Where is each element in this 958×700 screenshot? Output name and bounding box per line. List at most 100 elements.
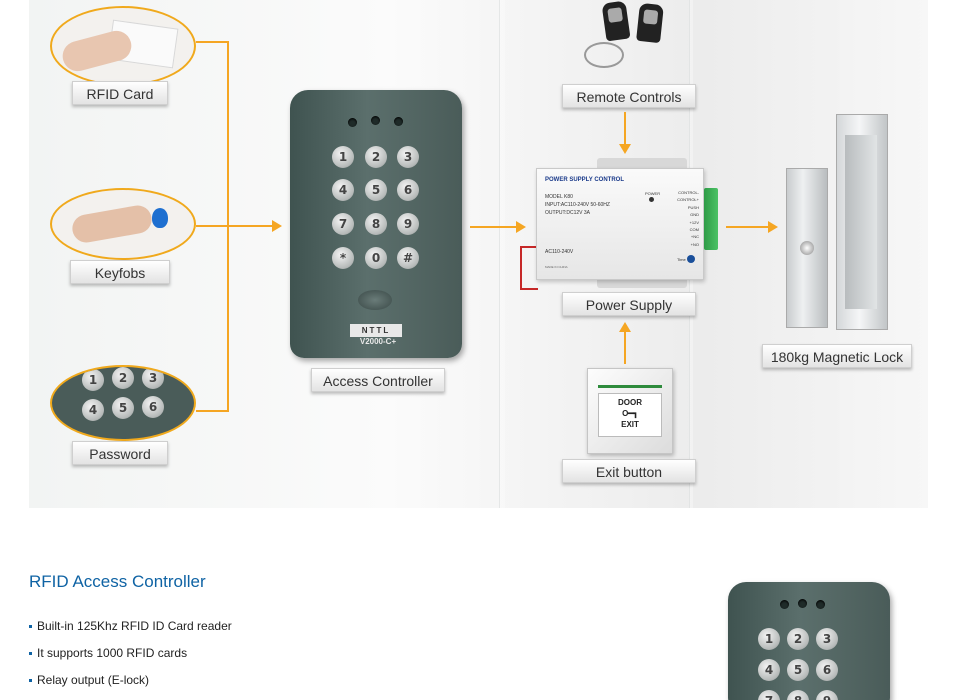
rfid-card-image — [50, 6, 196, 86]
keyfob-shape — [152, 208, 168, 228]
feature-item: It supports 1000 RFID cards — [29, 646, 187, 660]
remote-button — [642, 9, 659, 25]
key-8: 8 — [365, 213, 387, 235]
hand-shape — [59, 27, 135, 75]
key-5: 5 — [365, 179, 387, 201]
arrow-right-icon — [768, 221, 778, 233]
connector-line — [624, 330, 626, 364]
door-text: DOOR — [618, 398, 642, 407]
psu-output: OUTPUT:DC12V 3A — [545, 210, 591, 216]
product-image: 1 2 3 4 5 6 7 8 9 — [728, 582, 890, 700]
psu-time-label: Time — [677, 257, 686, 262]
key: 5 — [112, 397, 134, 419]
key-6: 6 — [397, 179, 419, 201]
led-indicator — [780, 600, 789, 609]
key-2: 2 — [787, 628, 809, 650]
key-1: 1 — [758, 628, 780, 650]
terminal-label: +12V — [689, 219, 699, 225]
key-4: 4 — [758, 659, 780, 681]
lock-screw — [800, 241, 814, 255]
feature-text: Relay output (E-lock) — [37, 673, 150, 687]
key-3: 3 — [397, 146, 419, 168]
connector-line — [196, 225, 229, 227]
password-keypad-image: 1 2 3 4 5 6 — [50, 365, 196, 441]
label-magnetic-lock: 180kg Magnetic Lock — [762, 344, 912, 368]
key-2: 2 — [365, 146, 387, 168]
key-5: 5 — [787, 659, 809, 681]
window-frame — [499, 0, 505, 508]
section-heading: RFID Access Controller — [29, 572, 206, 591]
label-keyfobs: Keyfobs — [70, 260, 170, 284]
key: 6 — [142, 396, 164, 418]
feature-item: Built-in 125Khz RFID ID Card reader — [29, 619, 232, 633]
led-indicator — [371, 116, 380, 125]
bullet-icon — [29, 652, 32, 656]
lock-armature-plate — [786, 168, 828, 328]
psu-model: MODEL K80 — [545, 194, 573, 200]
remote-control-image — [601, 0, 631, 42]
led-indicator — [348, 118, 357, 127]
feature-text: It supports 1000 RFID cards — [37, 646, 188, 660]
key: 2 — [112, 367, 134, 389]
label-rfid-card: RFID Card — [72, 81, 168, 105]
rfid-sensor — [358, 290, 392, 310]
key: 1 — [82, 369, 104, 391]
access-controller-device: 1 2 3 4 5 6 7 8 9 * 0 # NTTL V2000-C+ — [290, 90, 462, 358]
key-1: 1 — [332, 146, 354, 168]
key-9: 9 — [816, 690, 838, 700]
label-exit-button: Exit button — [562, 459, 696, 483]
connector-line — [726, 226, 770, 228]
key-star: * — [332, 247, 354, 269]
exit-button-face: DOOR O━┓ EXIT — [598, 393, 662, 437]
terminal-label: +NO — [690, 241, 699, 247]
label-remote-controls: Remote Controls — [562, 84, 696, 108]
key-0: 0 — [365, 247, 387, 269]
psu-input: INPUT:AC110-240V 50-60HZ — [545, 202, 610, 208]
hand-shape — [70, 203, 154, 245]
exit-button-device: DOOR O━┓ EXIT — [587, 368, 673, 454]
psu-ac-label: AC110-240V — [545, 249, 574, 255]
label-access-controller: Access Controller — [311, 368, 445, 392]
key-7: 7 — [758, 690, 780, 700]
bullet-icon — [29, 625, 32, 629]
exit-indicator-bar — [598, 385, 662, 388]
connector-line — [229, 225, 273, 227]
remote-button — [607, 7, 624, 23]
lock-face — [845, 135, 877, 309]
power-led — [649, 197, 654, 202]
psu-title: POWER SUPPLY CONTROL — [545, 177, 625, 183]
remote-control-image — [636, 2, 664, 44]
psu-terminal-labels: CONTROL- CONTROL+ PUSH GND +12V COM +NC … — [673, 189, 699, 248]
key: 3 — [142, 367, 164, 389]
key-icon: O━┓ — [622, 409, 638, 418]
key-8: 8 — [787, 690, 809, 700]
connector-line — [227, 41, 229, 412]
power-cable — [520, 246, 538, 290]
connector-line — [196, 41, 229, 43]
magnetic-lock-body — [836, 114, 888, 330]
key: 4 — [82, 399, 104, 421]
feature-text: Built-in 125Khz RFID ID Card reader — [37, 619, 232, 633]
key-ring-shape — [584, 42, 624, 68]
arrow-up-icon — [619, 322, 631, 332]
terminal-label: GND — [690, 212, 699, 218]
model-text: V2000-C+ — [359, 337, 397, 346]
psu-power-label: POWER — [645, 191, 661, 196]
key-9: 9 — [397, 213, 419, 235]
psu-specs: MODEL K80 INPUT:AC110-240V 50-60HZ OUTPU… — [545, 193, 610, 217]
time-dial-icon — [687, 255, 695, 263]
arrow-right-icon — [516, 221, 526, 233]
connector-line — [470, 226, 518, 228]
led-indicator — [816, 600, 825, 609]
connector-line — [624, 112, 626, 146]
arrow-down-icon — [619, 144, 631, 154]
key-6: 6 — [816, 659, 838, 681]
brand-badge: NTTL — [350, 324, 402, 337]
label-power-supply: Power Supply — [562, 292, 696, 316]
key-hash: # — [397, 247, 419, 269]
psu-made-in: MADE IN CHINA — [545, 265, 568, 269]
led-indicator — [394, 117, 403, 126]
led-indicator — [798, 599, 807, 608]
terminal-label: COM — [689, 227, 699, 233]
